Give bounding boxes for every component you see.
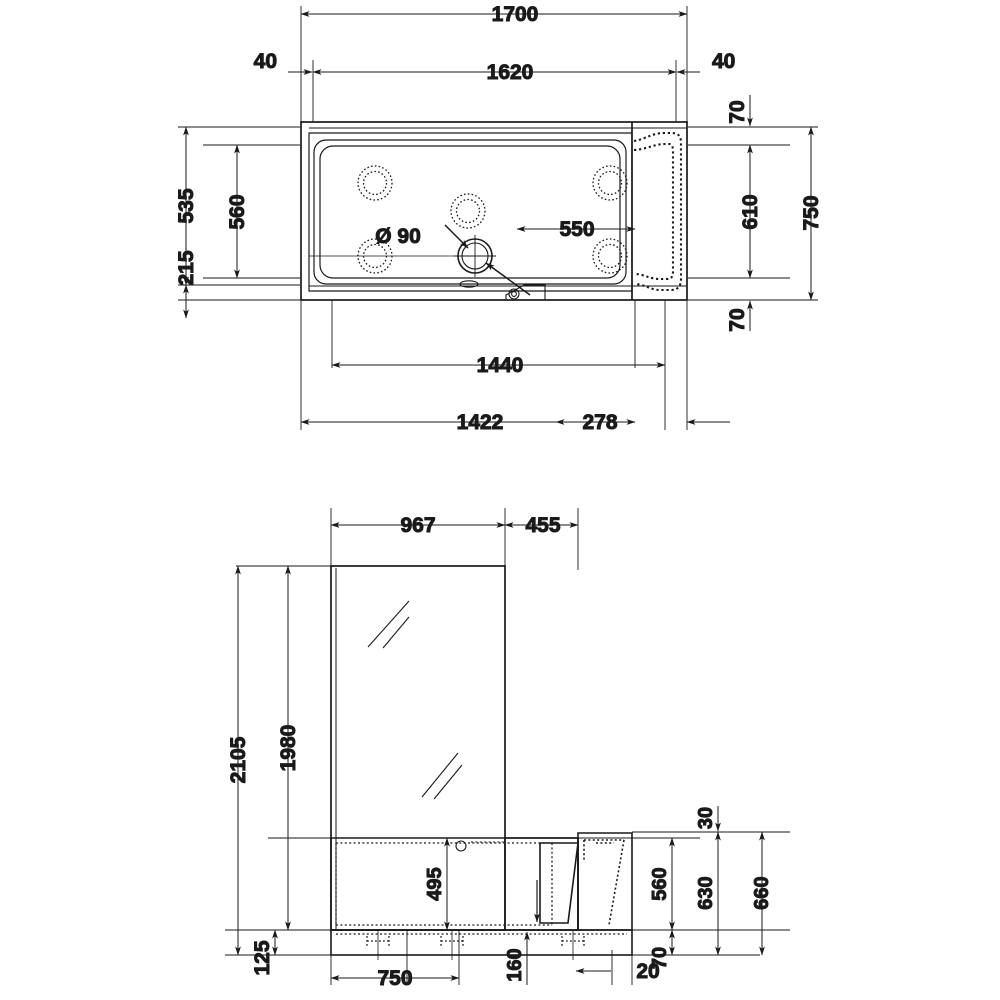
dim-label-1620: 1620 xyxy=(487,61,534,84)
glass-reflection-lines xyxy=(367,600,463,800)
dim-550: 550 xyxy=(516,218,636,242)
dim-70-top: 70 xyxy=(726,95,753,127)
waste-fitting-detail xyxy=(459,280,546,301)
tub-front-hidden-profile xyxy=(335,842,553,926)
dim-455: 455 xyxy=(504,514,579,538)
dim-label-278: 278 xyxy=(582,411,617,434)
dim-label-40-left: 40 xyxy=(254,50,277,73)
dim-610: 610 xyxy=(739,144,763,279)
tub-top-inner-outline xyxy=(308,132,633,292)
tub-seat-hidden-front xyxy=(583,839,625,926)
dim-label-20: 20 xyxy=(636,960,659,983)
drain-detail xyxy=(454,235,496,277)
dim-label-70-bottom: 70 xyxy=(726,308,749,331)
drain-diameter-label: Ø 90 xyxy=(375,225,421,248)
dim-label-front-70: 70 xyxy=(649,947,671,969)
dim-label-535: 535 xyxy=(175,188,198,223)
shower-seat-hidden-outline xyxy=(633,131,683,292)
dim-label-30: 30 xyxy=(695,807,717,829)
dim-overall-width-750: 750 xyxy=(800,126,824,301)
tub-top-outline xyxy=(300,121,688,301)
dim-label-160: 160 xyxy=(504,948,526,981)
drain-leader-lines xyxy=(444,224,531,296)
dim-label-495: 495 xyxy=(424,867,446,900)
dim-label-1440: 1440 xyxy=(477,354,524,377)
dim-630: 630 xyxy=(695,831,721,956)
dim-inner-length-1620: 1620 xyxy=(312,61,677,85)
dim-front-750: 750 xyxy=(330,967,460,991)
tub-base-plinth xyxy=(330,929,633,956)
dim-label-front-750: 750 xyxy=(377,967,412,990)
dim-label-70-top: 70 xyxy=(726,100,749,123)
dim-2105: 2105 xyxy=(227,565,251,956)
dim-660: 660 xyxy=(751,831,774,956)
dim-278: 278 xyxy=(555,411,730,435)
dim-label-125: 125 xyxy=(251,940,274,975)
dim-1422: 1422 xyxy=(300,411,636,435)
dim-560: 560 xyxy=(226,144,250,279)
adjustable-feet xyxy=(366,936,585,947)
dim-edge-left-40: 40 xyxy=(253,50,313,75)
dim-label-560: 560 xyxy=(226,194,249,229)
top-view-extension-lines xyxy=(178,6,818,430)
dim-label-967: 967 xyxy=(400,514,435,537)
dim-label-1422: 1422 xyxy=(457,411,504,434)
dim-label-1980: 1980 xyxy=(277,725,300,772)
dim-label-610: 610 xyxy=(739,194,762,229)
dim-overall-length-1700: 1700 xyxy=(300,3,688,27)
dim-edge-right-40: 40 xyxy=(676,50,736,75)
dim-label-40-right: 40 xyxy=(712,50,735,73)
dim-label-1700: 1700 xyxy=(492,3,539,26)
dim-label-660: 660 xyxy=(751,876,773,909)
dim-front-560: 560 xyxy=(649,837,675,931)
dim-label-630: 630 xyxy=(695,876,717,909)
dim-495: 495 xyxy=(424,837,450,931)
dim-125: 125 xyxy=(251,929,278,976)
dim-label-front-560: 560 xyxy=(649,867,671,900)
dim-70-bottom: 70 xyxy=(726,300,753,332)
dim-967: 967 xyxy=(330,514,506,538)
dim-label-455: 455 xyxy=(525,514,560,537)
dim-label-2105: 2105 xyxy=(227,736,250,783)
foot-centrelines xyxy=(377,931,574,960)
tub-overflow-fitting xyxy=(455,840,506,858)
dim-535: 535 xyxy=(175,126,199,286)
dim-label-215: 215 xyxy=(175,250,198,285)
dim-label-750: 750 xyxy=(800,195,823,230)
dim-label-550: 550 xyxy=(559,218,594,241)
dim-215: 215 xyxy=(175,250,199,319)
dim-20: 20 xyxy=(575,960,660,984)
dim-30: 30 xyxy=(695,806,721,832)
dim-1980: 1980 xyxy=(277,565,301,931)
front-view-extension-lines xyxy=(225,508,790,985)
tub-rim-strips xyxy=(309,127,687,287)
dim-1440: 1440 xyxy=(331,354,666,378)
shower-screen-panel xyxy=(330,565,506,931)
tub-front-body xyxy=(330,837,579,931)
tub-seat-block-front xyxy=(504,832,633,931)
dim-front-70: 70 xyxy=(649,929,675,970)
dim-160: 160 xyxy=(504,931,530,985)
